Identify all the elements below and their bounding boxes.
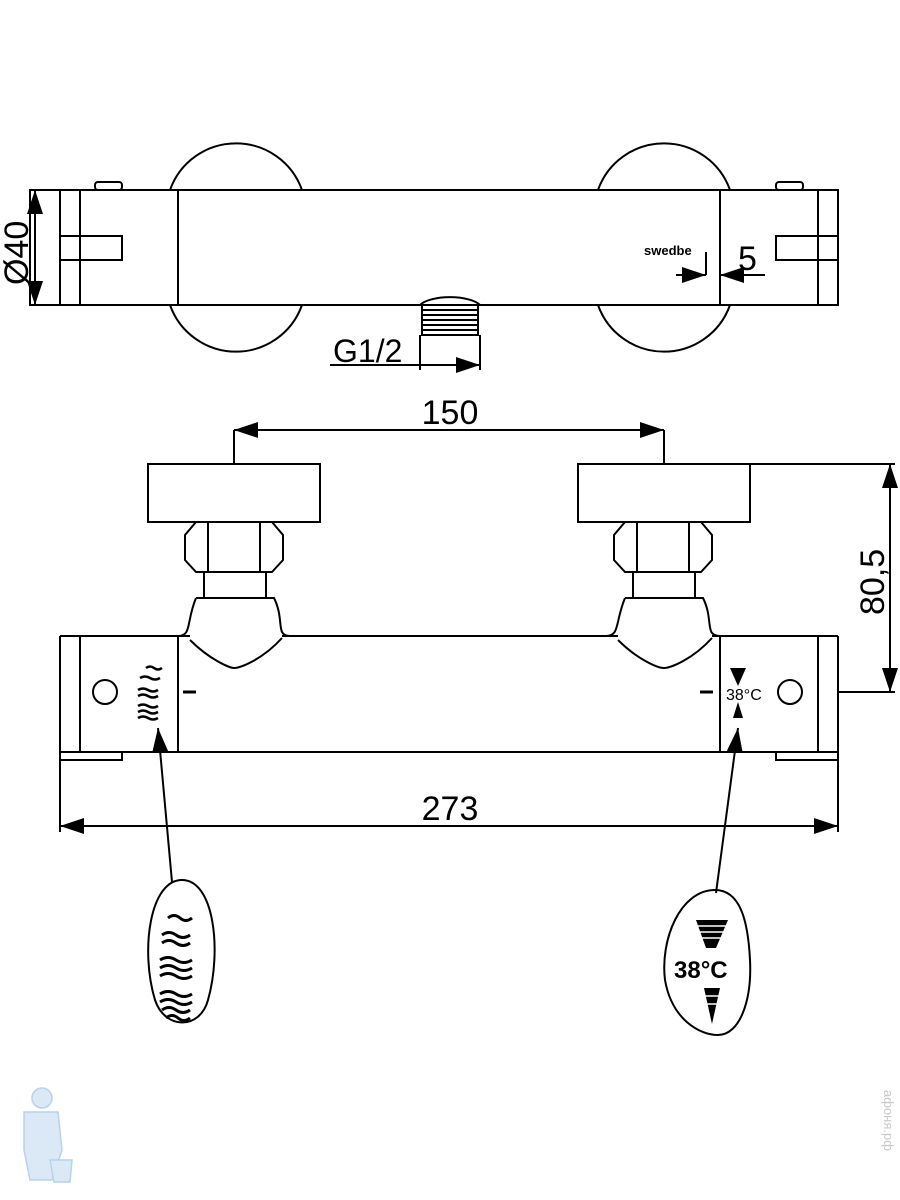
screw-left [92, 679, 118, 705]
button-left [94, 181, 123, 191]
flow-waves-icon [137, 665, 163, 721]
top-view: Ø40 G1/2 swedbe 5 [0, 142, 839, 373]
front-view: 150 [59, 394, 898, 834]
height-label: 80,5 [854, 549, 892, 615]
flow-handle-detail [147, 727, 216, 1024]
length-label: 273 [422, 790, 479, 828]
wall-mount-right-bottom [597, 304, 731, 353]
wall-mount-left-bottom [169, 304, 303, 353]
body-top [29, 189, 839, 306]
offset-label: 5 [738, 240, 757, 278]
connector-right [577, 463, 751, 670]
handle-left [59, 235, 123, 261]
brand-label: swedbe [644, 243, 692, 258]
temperature-handle-detail: 38°C [663, 727, 752, 1037]
diameter-label: Ø40 [0, 221, 36, 285]
button-right [775, 181, 804, 191]
connector-left [147, 463, 321, 670]
thread-label: G1/2 [333, 333, 402, 369]
handle-right [775, 235, 839, 261]
temperature-label: 38°C [726, 687, 762, 704]
plumber-logo [23, 1087, 73, 1183]
center-distance-label: 150 [422, 394, 479, 432]
temperature-large-label: 38°C [674, 957, 728, 984]
wall-mount-right-top [597, 142, 731, 191]
wall-mount-left-top [169, 142, 303, 191]
temperature-scale-icon [730, 668, 746, 718]
watermark: афоня.рф [881, 1090, 896, 1151]
screw-right [777, 679, 803, 705]
